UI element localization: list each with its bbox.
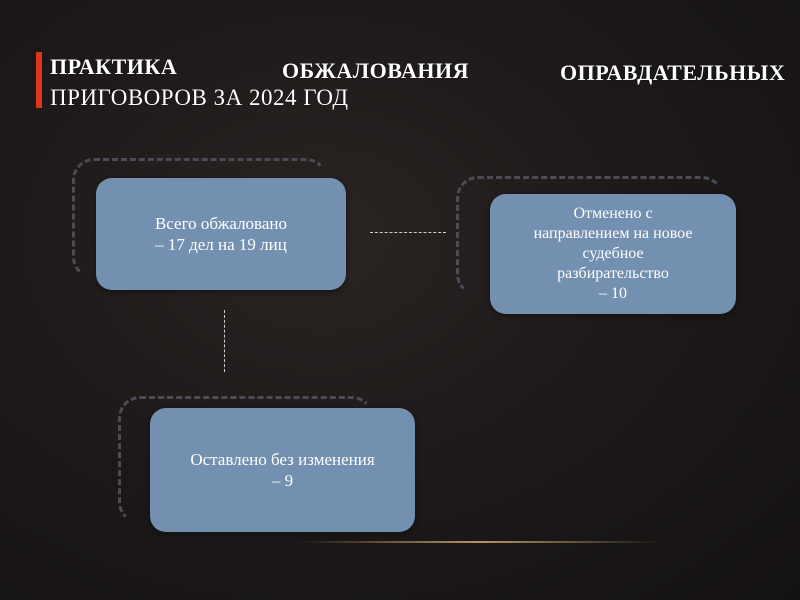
decorative-glow-line <box>300 541 660 543</box>
decorative-frame-unchanged <box>118 396 374 524</box>
title-accent-bar <box>36 52 42 108</box>
node-left-unchanged: Оставлено без изменения – 9 <box>150 408 415 532</box>
title-word-3: ОПРАВДАТЕЛЬНЫХ <box>560 60 786 85</box>
title-line-2: ПРИГОВОРОВ ЗА 2024 ГОД <box>50 85 349 110</box>
node-total-label: Всего обжаловано – 17 дел на 19 лиц <box>154 214 288 254</box>
connector-total-to-cancelled <box>370 232 446 233</box>
node-cancelled-retrial: Отменено с направлением на новое судебно… <box>490 194 736 314</box>
decorative-frame-cancelled <box>456 176 724 296</box>
decorative-frame-total <box>72 158 328 279</box>
node-cancelled-label: Отменено с направлением на новое судебно… <box>533 205 693 302</box>
node-total-appealed: Всего обжаловано – 17 дел на 19 лиц <box>96 178 346 290</box>
title-word-1: ПРАКТИКА <box>50 54 178 79</box>
node-unchanged-label: Оставлено без изменения – 9 <box>190 450 375 490</box>
title-word-2: ОБЖАЛОВАНИЯ <box>282 58 470 83</box>
connector-total-to-unchanged <box>224 310 225 372</box>
